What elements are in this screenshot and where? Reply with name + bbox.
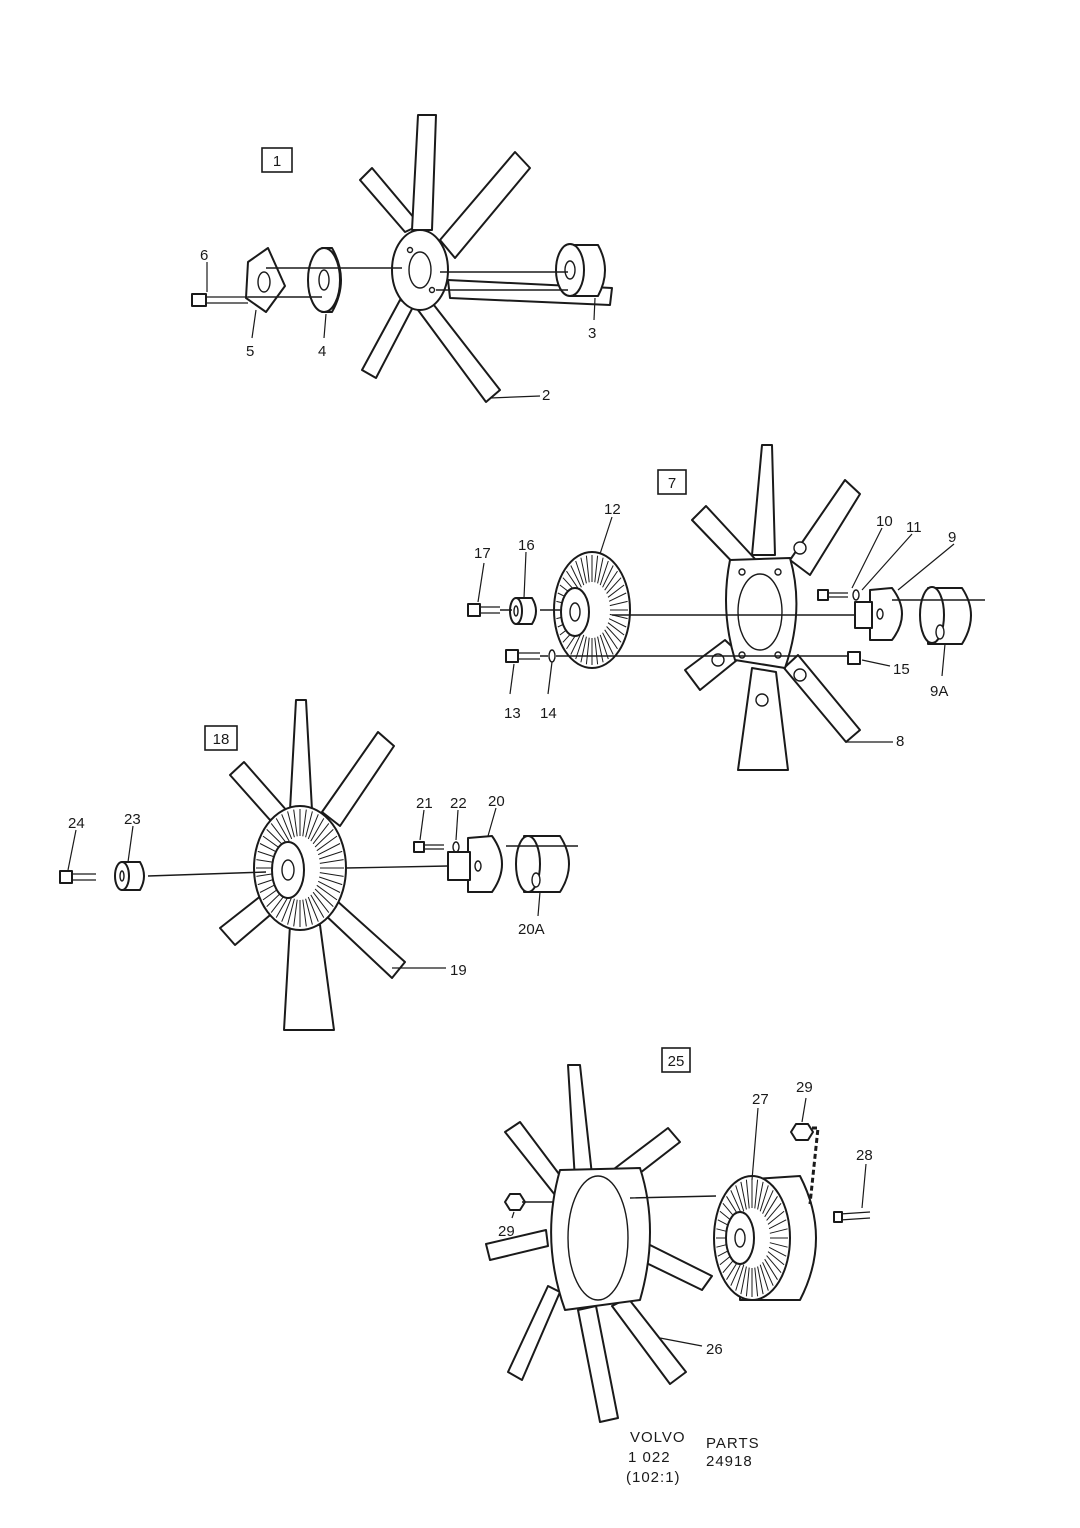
spacer-3 — [555, 243, 606, 297]
bolt-6 — [191, 293, 248, 307]
part-label-13: 13 — [504, 705, 521, 722]
group-box-1 — [261, 147, 293, 173]
bolt-13 — [505, 649, 540, 663]
footer-ref: 1 022 — [628, 1449, 671, 1466]
part-label-20: 20 — [488, 793, 505, 810]
fan-blade-26 — [485, 1064, 713, 1423]
part-label-14: 14 — [540, 705, 557, 722]
group-label-18: 18 — [213, 731, 230, 748]
fan-blade-19 — [219, 699, 406, 1031]
part-label-5: 5 — [246, 343, 254, 360]
group-box-25 — [661, 1047, 691, 1073]
footer-reference: VOLVO PARTS 1 022 24918 (102:1) — [626, 1429, 760, 1486]
hub-9 — [854, 587, 903, 641]
spacer-20a — [515, 835, 570, 893]
part-label-29-top: 29 — [796, 1079, 813, 1096]
washer-11 — [852, 589, 860, 601]
footer-parts: PARTS — [706, 1435, 760, 1452]
fan-blade-8 — [684, 444, 861, 771]
part-label-2: 2 — [542, 387, 550, 404]
spacer-23 — [114, 861, 145, 891]
bolt-17 — [467, 603, 500, 617]
part-label-26: 26 — [706, 1341, 723, 1358]
part-label-22: 22 — [450, 795, 467, 812]
part-label-16: 16 — [518, 537, 535, 554]
group-label-1: 1 — [273, 153, 281, 170]
part-label-4: 4 — [318, 343, 326, 360]
part-label-8: 8 — [896, 733, 904, 750]
washer-22 — [452, 841, 460, 853]
spacer-9a — [919, 586, 972, 645]
spacer-16 — [509, 597, 537, 625]
group-box-18 — [204, 725, 238, 751]
nut-29-top — [790, 1123, 814, 1141]
part-label-3: 3 — [588, 325, 596, 342]
group-box-7 — [657, 469, 687, 495]
bolt-10 — [817, 589, 848, 601]
assembly-7: 7 — [467, 444, 985, 771]
fan-blade-2 — [359, 114, 613, 403]
part-label-9: 9 — [948, 529, 956, 546]
part-label-9a: 9A — [930, 683, 948, 700]
bolt-24 — [59, 870, 96, 884]
hub-20 — [447, 835, 503, 893]
plate-4 — [307, 247, 342, 313]
footer-number: 24918 — [706, 1453, 753, 1470]
washer-14 — [548, 649, 556, 663]
assembly-18: 18 — [59, 699, 578, 1031]
viscous-coupling-27 — [713, 1175, 817, 1301]
footer-brand: VOLVO — [630, 1429, 686, 1446]
part-label-6: 6 — [200, 247, 208, 264]
part-label-21: 21 — [416, 795, 433, 812]
part-label-24: 24 — [68, 815, 85, 832]
part-label-12: 12 — [604, 501, 621, 518]
flange-5 — [245, 247, 286, 313]
part-label-23: 23 — [124, 811, 141, 828]
part-label-20a: 20A — [518, 921, 545, 938]
viscous-coupling-12 — [553, 551, 631, 669]
part-label-28: 28 — [856, 1147, 873, 1164]
part-label-29-left: 29 — [498, 1223, 515, 1240]
footer-scale: (102:1) — [626, 1469, 681, 1486]
part-label-19: 19 — [450, 962, 467, 979]
stud-28 — [833, 1211, 871, 1223]
group-label-25: 25 — [668, 1053, 685, 1070]
part-label-27: 27 — [752, 1091, 769, 1108]
part-label-17: 17 — [474, 545, 491, 562]
assembly-1: 1 — [191, 114, 613, 404]
assembly-25: 25 — [485, 1047, 873, 1423]
bolt-21 — [413, 841, 444, 853]
part-label-11: 11 — [906, 519, 922, 536]
viscous-coupling-19 — [253, 805, 347, 931]
nut-15 — [847, 651, 861, 665]
nut-29-left — [504, 1193, 526, 1211]
group-label-7: 7 — [668, 475, 676, 492]
part-label-10: 10 — [876, 513, 893, 530]
part-label-15: 15 — [893, 661, 910, 678]
